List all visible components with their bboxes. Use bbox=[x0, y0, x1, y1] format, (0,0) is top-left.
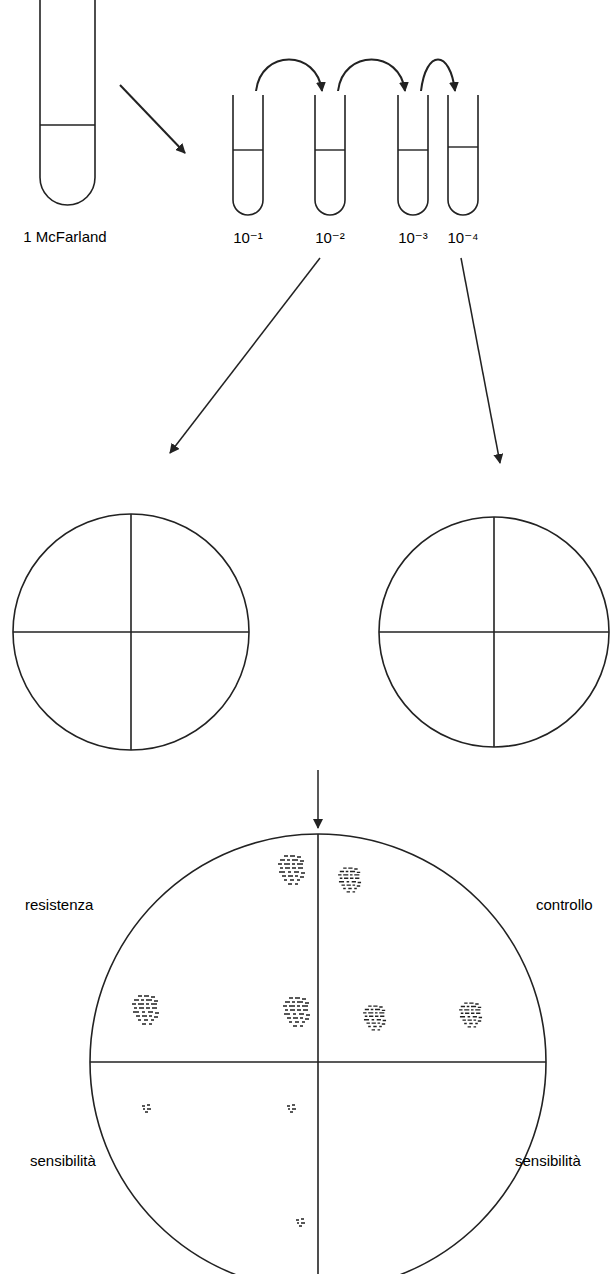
test-tube: 1 McFarland bbox=[10, 0, 120, 250]
test-tube: 10⁻³ bbox=[388, 95, 438, 253]
tube-wall bbox=[40, 0, 95, 205]
transfer-arrow bbox=[461, 258, 500, 463]
quadrant-label: sensibilità bbox=[30, 1152, 96, 1170]
liquid-level bbox=[398, 149, 428, 150]
tube-wall bbox=[398, 95, 428, 215]
petri-dish bbox=[13, 514, 249, 750]
dilution-arrow bbox=[421, 60, 455, 92]
test-tube: 10⁻⁴ bbox=[438, 95, 488, 253]
quadrant-label: controllo bbox=[536, 896, 593, 914]
dilution-label: 1 McFarland bbox=[10, 228, 120, 246]
result-dish bbox=[90, 834, 546, 1274]
dilution-arrow bbox=[120, 85, 185, 153]
test-tube: 10⁻² bbox=[305, 95, 355, 253]
dilution-arrow bbox=[338, 60, 405, 92]
quadrant-label: sensibilità bbox=[515, 1152, 581, 1170]
quadrant-label: resistenza bbox=[25, 896, 93, 914]
test-tube: 10⁻¹ bbox=[223, 95, 273, 253]
liquid-level bbox=[233, 149, 263, 150]
liquid-level bbox=[448, 146, 478, 147]
dilution-label: 10⁻⁴ bbox=[438, 229, 488, 247]
dilution-label: 10⁻² bbox=[305, 229, 355, 247]
liquid-level bbox=[40, 124, 95, 125]
dilution-label: 10⁻³ bbox=[388, 229, 438, 247]
tube-wall bbox=[233, 95, 263, 215]
tube-outline bbox=[10, 0, 120, 250]
result-arrow bbox=[317, 770, 319, 828]
liquid-level bbox=[315, 149, 345, 150]
transfer-arrow bbox=[170, 258, 320, 453]
tube-wall bbox=[448, 95, 478, 215]
dilution-arrow bbox=[256, 60, 322, 92]
colonies bbox=[132, 856, 482, 1226]
dilution-label: 10⁻¹ bbox=[223, 229, 273, 247]
petri-dish bbox=[379, 517, 609, 747]
tube-wall bbox=[315, 95, 345, 215]
